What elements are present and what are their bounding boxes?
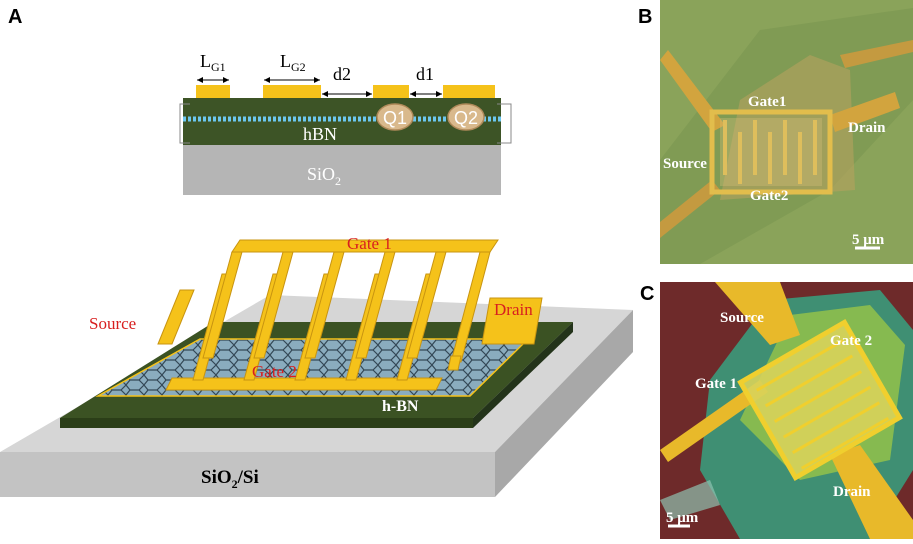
- q2-label: Q2: [454, 108, 478, 128]
- gate1-fingers: [202, 251, 491, 363]
- micrograph-c: Source Gate 2 Gate 1 Drain 5 μm: [660, 282, 913, 539]
- sio2-layer: [183, 145, 501, 195]
- sio2-label: SiO2: [307, 164, 341, 188]
- d1-label: d1: [416, 64, 434, 84]
- gate-pad-2: [263, 85, 321, 98]
- source-lead: [157, 289, 195, 345]
- gate1-lead-c: [660, 380, 768, 462]
- q1-label: Q1: [383, 108, 407, 128]
- gate2-label-c: Gate 2: [830, 333, 872, 349]
- source-label-3d: Source: [89, 314, 136, 333]
- source-lead-c: [715, 282, 800, 345]
- gate-pad-1: [196, 85, 230, 98]
- hbn-slab-side: [473, 322, 573, 428]
- drain-label-3d: Drain: [494, 300, 533, 319]
- gate1-label-c: Gate 1: [695, 376, 737, 392]
- gate1-bar: [231, 239, 499, 253]
- cross-section: Q1 Q2 hBN SiO2 LG1 LG2 d2 d1: [179, 51, 512, 195]
- d2-label: d2: [333, 64, 351, 84]
- scale-label-c: 5 μm: [666, 510, 699, 526]
- gate2-label-3d: Gate 2: [252, 362, 297, 381]
- drain-label-b: Drain: [848, 120, 886, 136]
- source-label-c: Source: [720, 310, 764, 326]
- substrate-side: [495, 310, 633, 497]
- panel-a-letter: A: [8, 6, 22, 28]
- lg2-label: LG2: [280, 51, 306, 74]
- q1-dot: [376, 103, 414, 131]
- left-bracket: [179, 103, 190, 144]
- panel-b-letter: B: [638, 6, 652, 28]
- micrograph-b: Gate1 Drain Source Gate2 5 μm: [660, 0, 913, 264]
- hbn-3d-label: h-BN: [382, 398, 419, 415]
- comb-c: [737, 318, 903, 482]
- lg1-label: LG1: [200, 51, 226, 74]
- hbn-slab-front: [60, 418, 473, 428]
- drain-lead: [481, 297, 543, 345]
- device-3d: SiO2/Si h-BN Source Drain: [0, 234, 633, 497]
- substrate-label: SiO2/Si: [201, 467, 259, 491]
- hbn-label: hBN: [303, 124, 337, 144]
- gate1-label-3d: Gate 1: [347, 234, 392, 253]
- right-bracket: [497, 103, 512, 144]
- source-label-b: Source: [663, 156, 707, 172]
- panel-c-letter: C: [640, 283, 654, 305]
- gate2-label-b: Gate2: [750, 188, 788, 204]
- drain-lead-b: [830, 92, 900, 132]
- gate-pad-3: [373, 85, 409, 98]
- gate1-right-lead: [447, 355, 462, 371]
- gate1-label-b: Gate1: [748, 94, 786, 110]
- drain-lead-c: [830, 445, 913, 539]
- gate-pad-4: [443, 85, 495, 98]
- substrate-front: [0, 452, 495, 497]
- drain-label-c: Drain: [833, 484, 871, 500]
- gate2-bar: [165, 377, 443, 391]
- q2-dot: [447, 103, 485, 131]
- source-lead-b: [660, 50, 725, 132]
- comb-b: [723, 120, 817, 184]
- scale-label-b: 5 μm: [852, 232, 885, 248]
